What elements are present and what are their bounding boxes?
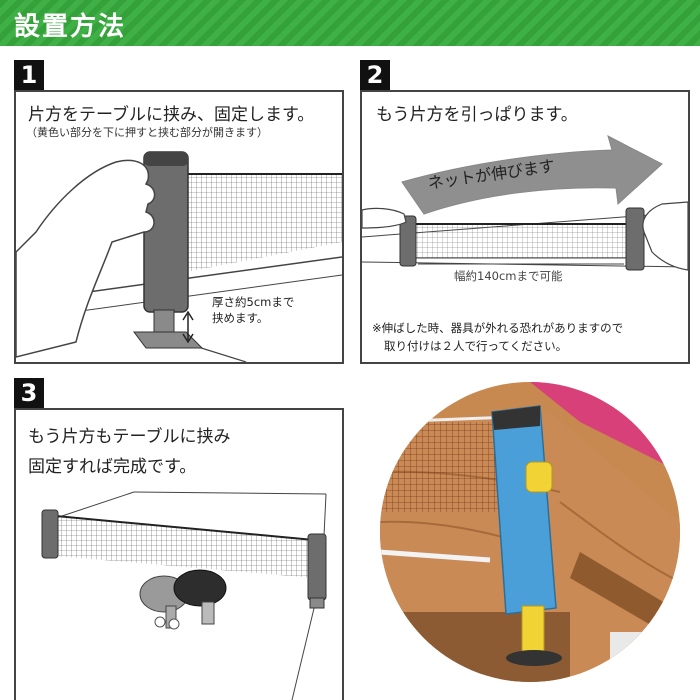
width-label: 幅約140cmまで可能 (454, 269, 563, 283)
section-title: 設置方法 (14, 12, 127, 42)
step-3-title-line2: 固定すれば完成です。 (28, 457, 197, 477)
step-2-number: 2 (360, 60, 390, 90)
step-2-title: もう片方を引っぱります。 (376, 105, 578, 125)
step-2-illustration (362, 135, 688, 271)
thickness-label-line1: 厚さ約5cmまで (212, 295, 295, 309)
step-1-number: 1 (14, 60, 44, 90)
warning-line2: 取り付けは２人で行ってください。 (384, 339, 568, 353)
step-3-illustration (41, 491, 327, 700)
step-3-panel: もう片方もテーブルに挟み 固定すれば完成です。 (14, 408, 344, 700)
thickness-label-line2: 挟めます。 (212, 311, 269, 325)
step-2-panel: もう片方を引っぱります。 ネットが伸びます 幅約140cmまで可能 ※伸ばした時… (360, 90, 690, 364)
step-3-title-line1: もう片方もテーブルに挟み (28, 427, 231, 447)
step-3-number: 3 (14, 378, 44, 408)
step-1-panel: 片方をテーブルに挟み、固定します。 （黄色い部分を下に押すと挟む部分が開きます）… (14, 90, 344, 364)
section-header: 設置方法 (0, 0, 700, 46)
product-photo-image (380, 382, 680, 682)
step-1-title: 片方をテーブルに挟み、固定します。 (28, 105, 315, 125)
step-1-illustration (16, 151, 342, 362)
product-photo (380, 382, 680, 682)
warning-line1: ※伸ばした時、器具が外れる恐れがありますので (372, 321, 624, 335)
step-1-note: （黄色い部分を下に押すと挟む部分が開きます） (26, 126, 268, 139)
